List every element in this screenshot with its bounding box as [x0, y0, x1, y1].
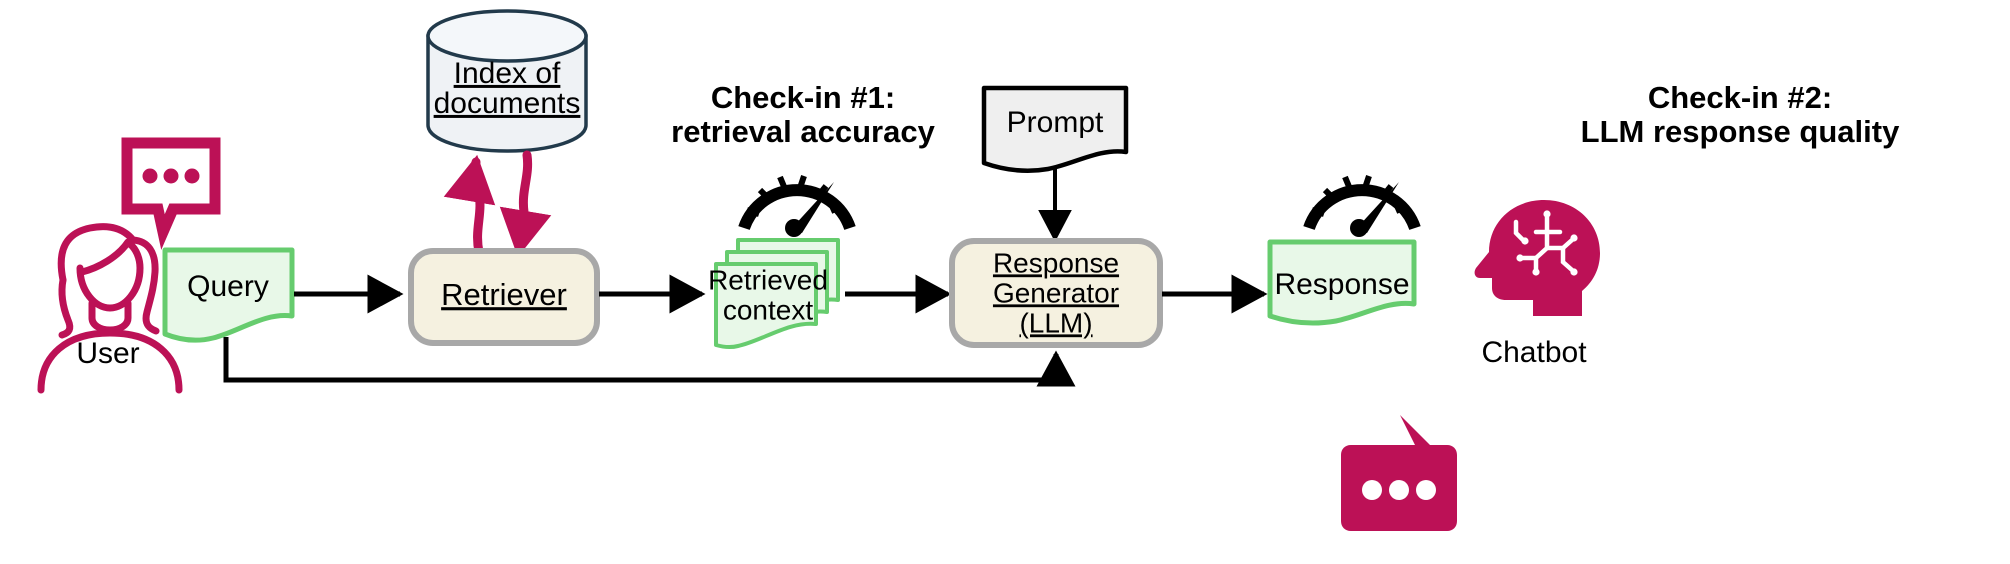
- retrieved-context-label-line1: Retrieved: [708, 264, 828, 295]
- retrieved-context-label-line2: context: [723, 294, 813, 325]
- checkin-1-title: Check-in #1:: [711, 80, 895, 115]
- connector-retriever-to-index: [443, 154, 496, 257]
- user-avatar-icon: [37, 223, 183, 394]
- response-generator-node[interactable]: Response Generator (LLM): [949, 238, 1163, 348]
- response-label: Response: [1274, 268, 1409, 301]
- prompt-node[interactable]: Prompt: [981, 85, 1129, 174]
- index-label-line2: documents: [434, 87, 581, 120]
- retrieved-context-node[interactable]: Retrieved context: [708, 238, 840, 350]
- checkin-2-title: Check-in #2:: [1648, 80, 1832, 115]
- speech-bubble-filled-icon: [1341, 415, 1457, 531]
- checkin-1-group: Check-in #1: retrieval accuracy: [671, 80, 936, 237]
- gauge-icon: [738, 175, 856, 237]
- chatbot-label: Chatbot: [1481, 336, 1587, 369]
- checkin-2-subtitle: LLM response quality: [1581, 114, 1900, 149]
- user-label: User: [76, 337, 139, 370]
- retriever-label: Retriever: [441, 277, 567, 312]
- prompt-label: Prompt: [1007, 106, 1104, 139]
- user-icon-group: User: [37, 137, 221, 394]
- response-generator-label-line2: Generator: [993, 277, 1119, 308]
- checkin-1-subtitle: retrieval accuracy: [671, 114, 935, 149]
- speech-bubble-icon: [121, 137, 221, 250]
- response-generator-label-line3: (LLM): [1019, 307, 1092, 338]
- connector-query-feedback-to-generator: [223, 337, 1076, 387]
- query-node[interactable]: Query: [162, 247, 295, 343]
- gauge-icon: [1303, 175, 1421, 237]
- chatbot-icon-group: Chatbot: [1341, 200, 1600, 531]
- query-label: Query: [187, 270, 269, 303]
- index-label-line1: Index of: [454, 57, 561, 90]
- ai-head-icon: [1474, 200, 1600, 316]
- checkin-2-group: Check-in #2: LLM response quality: [1303, 80, 1900, 237]
- response-generator-label-line1: Response: [993, 247, 1119, 278]
- response-node[interactable]: Response: [1267, 239, 1417, 326]
- connector-index-to-retriever: [499, 150, 552, 258]
- index-of-documents-node[interactable]: Index of documents: [426, 9, 588, 153]
- retriever-node[interactable]: Retriever: [408, 248, 600, 346]
